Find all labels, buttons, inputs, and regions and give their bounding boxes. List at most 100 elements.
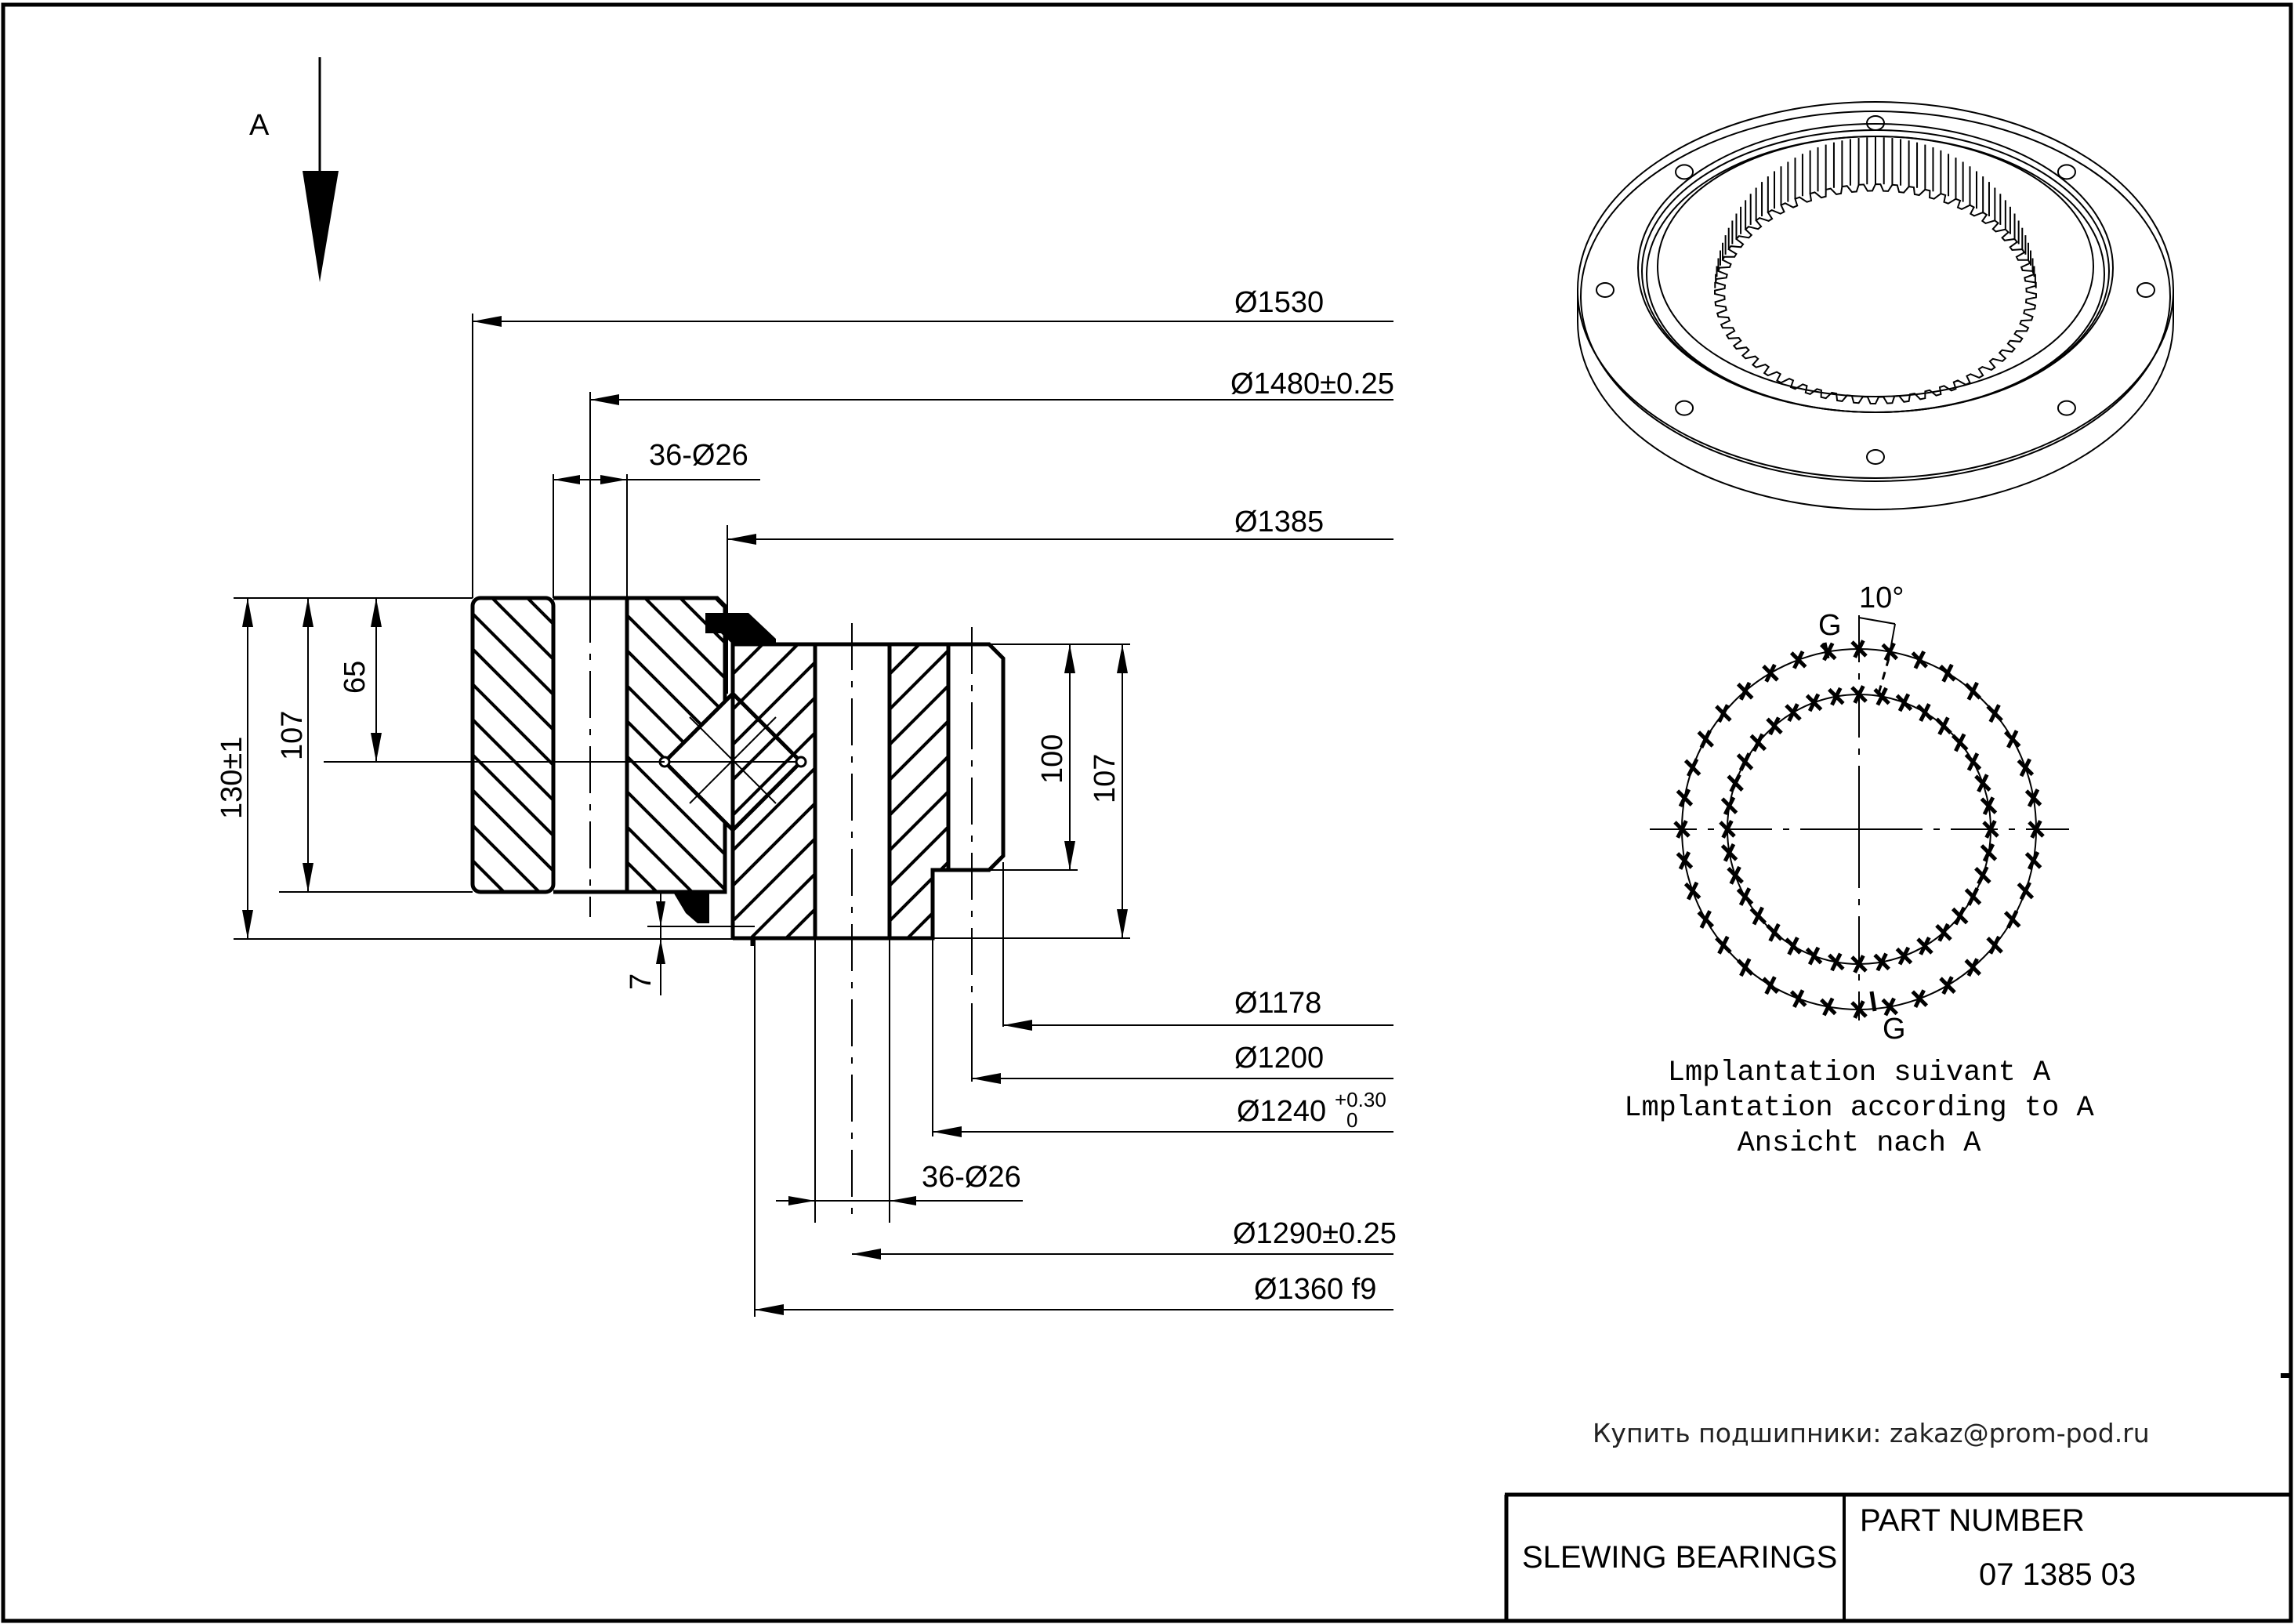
hatch-line — [1101, 643, 1399, 941]
bolt-hole-marker — [1805, 693, 1823, 712]
bolt-hole-marker — [1727, 865, 1744, 885]
dim-h130: 130±1 — [216, 737, 248, 819]
bolt-hole-marker — [1873, 952, 1890, 972]
dim-holes-inner: 36-Ø26 — [922, 1161, 1021, 1194]
caption-fr: Lmplantation suivant A — [1668, 1057, 2051, 1089]
gap-marker-top: G — [1818, 609, 1842, 642]
hatch-line — [733, 644, 815, 938]
hatch-line — [733, 644, 815, 938]
bolt-hole-marker — [1951, 733, 1969, 752]
hatch-line — [627, 598, 660, 892]
bolt-hole-marker — [1974, 865, 1991, 885]
hatch-line — [890, 644, 948, 938]
bolt-hole — [2057, 400, 2076, 416]
dim-h65: 65 — [339, 661, 371, 694]
bolt-hole — [2057, 164, 2076, 180]
hatch-line — [733, 644, 801, 938]
seal-bottom — [674, 894, 709, 923]
bolt-hole-marker — [1819, 997, 1837, 1017]
bolt-hole-marker — [1715, 704, 1732, 723]
bolt-hole-marker — [1935, 923, 1952, 942]
bolt-hole-marker — [1881, 997, 1899, 1017]
bolt-hole-marker — [1766, 716, 1783, 736]
bolt-hole-marker — [1964, 752, 1982, 771]
hatch-line — [1031, 643, 1328, 941]
bolt-hole-marker — [1828, 687, 1845, 706]
hatch-line — [890, 644, 948, 938]
dim-gap-7: 7 — [625, 973, 658, 990]
bolt-hole-marker — [1736, 752, 1754, 771]
bolt-hole-marker — [1736, 681, 1754, 701]
hatch-line — [490, 598, 553, 662]
purchase-note: Купить подшипники: zakaz@prom-pod.ru — [1593, 1418, 2150, 1448]
bolt-hole-marker — [2028, 820, 2045, 839]
bolt-hole-marker — [1911, 650, 1929, 669]
hatch-line — [473, 611, 553, 697]
bolt-hole-marker — [1789, 650, 1807, 669]
bolt-hole-marker — [1895, 946, 1913, 966]
part-number-label: PART NUMBER — [1860, 1503, 2085, 1538]
hatch-line — [1082, 643, 1379, 941]
bolt-hole-marker — [1980, 796, 1998, 816]
right-height-dimensions: 100 107 — [933, 643, 1130, 939]
hatch-line — [473, 858, 506, 892]
bolt-hole-marker — [1749, 733, 1767, 752]
dim-d1290: Ø1290±0.25 — [1233, 1217, 1397, 1250]
hatch-line — [890, 644, 948, 938]
bolt-hole-marker — [1850, 955, 1868, 973]
left-height-dimensions: 130±1 107 65 7 — [216, 597, 755, 995]
bolt-hole-marker — [1762, 976, 1779, 995]
bolt-hole-marker — [1964, 958, 1982, 977]
hatch-line — [627, 598, 725, 892]
hatch-line — [976, 643, 1274, 941]
bolt-hole-marker — [1719, 820, 1736, 839]
bolt-hole-marker — [1980, 843, 1998, 862]
bolt-hole — [1866, 449, 1885, 465]
hatch-line — [473, 823, 542, 892]
dim-d1480: Ø1480±0.25 — [1230, 368, 1394, 401]
hatch-line — [627, 598, 725, 892]
view-direction-arrow: A — [249, 57, 339, 282]
hatch-line — [627, 598, 695, 892]
seal-top — [705, 613, 776, 644]
hatch-line — [1223, 643, 1520, 941]
hatch-line — [473, 717, 553, 803]
hatch-line — [747, 644, 815, 938]
bolt-hole-marker — [1939, 976, 1956, 995]
dim-d1240-lower-tol: 0 — [1346, 1108, 1357, 1132]
bolt-hole-marker — [2017, 758, 2035, 778]
gap-marker-bottom: G — [1883, 1013, 1906, 1046]
dim-d1360: Ø1360 f9 — [1254, 1273, 1376, 1306]
bolt-hole-marker — [1749, 906, 1767, 926]
bolt-hole-marker — [1935, 716, 1952, 736]
hatch-line — [641, 598, 725, 892]
bolt-hole-marker — [1720, 796, 1738, 816]
product-name: SLEWING BEARINGS — [1522, 1540, 1837, 1575]
bolt-hole — [1675, 164, 1694, 180]
bolt-hole-marker — [1964, 887, 1982, 906]
bolt-hole-marker — [1895, 693, 1913, 712]
bolt-hole-marker — [1785, 937, 1802, 955]
bolt-hole-marker — [1850, 685, 1868, 704]
hatch-line — [1152, 643, 1450, 941]
dim-d1240: Ø1240 — [1237, 1095, 1326, 1128]
bolt-hole-marker — [1974, 774, 1991, 793]
hatch-line — [473, 682, 553, 767]
hatch-line — [627, 598, 725, 892]
hole-pattern-view: 10° G G Lmplantation suivant A Lmplantat… — [1624, 582, 2094, 1160]
gear-teeth — [1713, 183, 2038, 405]
hatch-line — [473, 788, 553, 873]
bolt-hole-marker — [1916, 703, 1933, 722]
bearing-cross-section — [470, 525, 1520, 1223]
bolt-hole-marker — [2003, 910, 2021, 929]
angle-label: 10° — [1859, 582, 1904, 614]
bolt-hole-marker — [1683, 881, 1701, 901]
bolt-hole-marker — [1873, 687, 1890, 706]
hatch-line — [925, 643, 1223, 941]
bolt-hole-marker — [1676, 788, 1694, 807]
dim-d1200: Ø1200 — [1234, 1042, 1324, 1075]
bolt-hole-marker — [1676, 851, 1694, 870]
bolt-hole-marker — [1766, 923, 1783, 942]
dim-h107-right: 107 — [1089, 754, 1122, 803]
hatch-line — [473, 647, 553, 732]
